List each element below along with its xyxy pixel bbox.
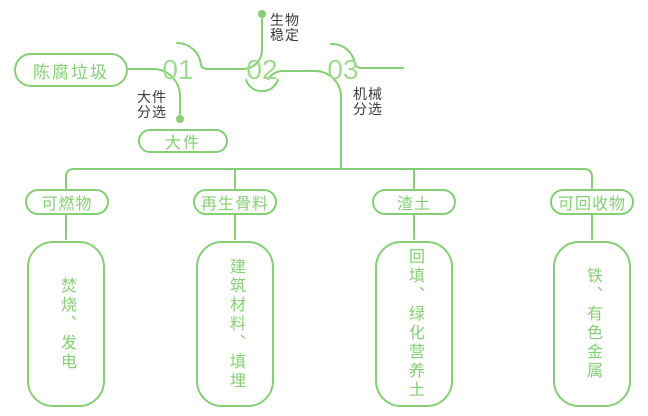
- source-node: 陈腐垃圾: [14, 53, 128, 87]
- flow-line-02-to-branches: [267, 70, 342, 169]
- flow-line-03-tail: [330, 42, 404, 69]
- disposal-box-combustibles: 焚烧、发电: [27, 241, 105, 407]
- disposal-text: 焚烧、发电: [58, 276, 75, 372]
- step-number-03: 03: [327, 54, 359, 85]
- category-label: 可燃物: [41, 196, 93, 213]
- category-node-recyclables: 可回收物: [550, 189, 634, 215]
- flow-line-source-to-bulky: [128, 68, 181, 115]
- flow-line-01-to-02: [176, 18, 263, 70]
- biostabilization-dot: [258, 10, 266, 18]
- arc-under-02: [245, 79, 279, 93]
- disposal-text: 建筑材料、填埋: [227, 257, 244, 391]
- step-label-mechanical-sorting: 机械 分选: [353, 86, 383, 117]
- disposal-box-recyclables: 铁、有色金属: [553, 241, 631, 407]
- category-label: 渣土: [396, 196, 431, 213]
- disposal-text: 回填、绿化营养土: [406, 248, 423, 400]
- bulky-output-label: 大件: [164, 135, 201, 152]
- bulky-output-node: 大件: [138, 129, 228, 153]
- step-label-bulky-sorting: 大件 分选: [137, 89, 167, 120]
- step-number-02: 02: [246, 54, 278, 85]
- category-label: 可回收物: [557, 196, 626, 213]
- category-node-muck: 渣土: [372, 189, 456, 215]
- category-node-recycled-aggregate: 再生骨料: [193, 189, 277, 215]
- bulky-branch-dot: [176, 115, 184, 123]
- branch-bus-line: [65, 168, 593, 189]
- source-label: 陈腐垃圾: [33, 62, 109, 82]
- step-label-bio-stabilization: 生物 稳定: [270, 12, 300, 43]
- disposal-text: 铁、有色金属: [584, 267, 601, 381]
- disposal-box-muck: 回填、绿化营养土: [375, 241, 453, 407]
- category-label: 再生骨料: [200, 196, 269, 213]
- step-number-01: 01: [162, 54, 194, 85]
- category-node-combustibles: 可燃物: [25, 189, 109, 215]
- disposal-box-recycled-aggregate: 建筑材料、填埋: [196, 241, 274, 407]
